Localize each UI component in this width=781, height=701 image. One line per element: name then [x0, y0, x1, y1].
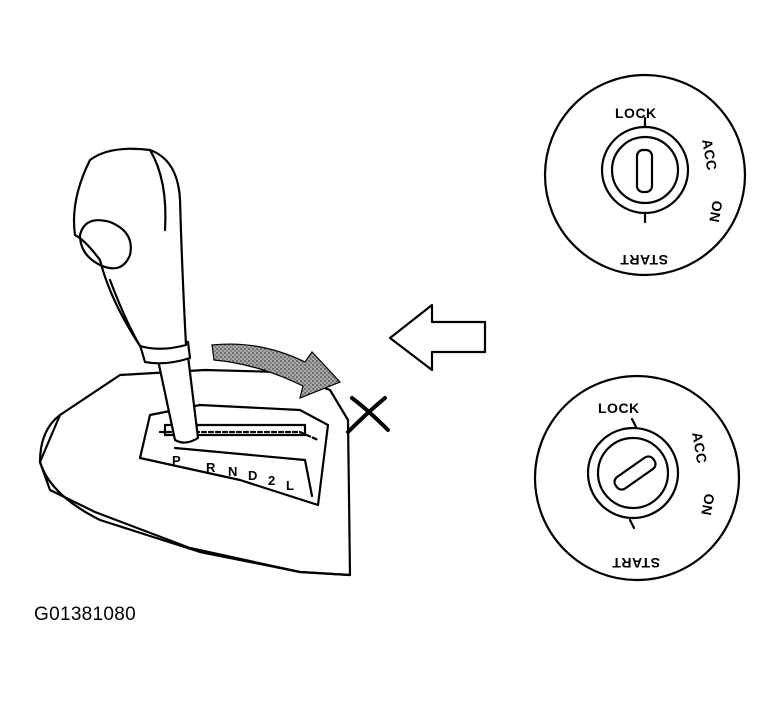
label-lock-top: LOCK [615, 105, 657, 121]
gear-label-L: L [286, 478, 294, 493]
label-acc-bottom: ACC [689, 431, 710, 465]
gear-label-N: N [228, 464, 237, 479]
gear-label-P: P [172, 453, 181, 468]
shift-lever-shaft [156, 354, 200, 444]
gear-label-D: D [248, 468, 257, 483]
prohibited-x-mark [346, 396, 390, 434]
key-cylinder-inner-top [610, 135, 680, 205]
label-on-top: ON [706, 199, 726, 223]
key-slot-bottom [613, 455, 657, 491]
label-start-bottom: START [612, 555, 660, 571]
ignition-switch-top: LOCK ACC ON START [543, 73, 747, 277]
gear-position-labels: P R N D 2 L [172, 453, 294, 493]
label-on-bottom: ON [698, 492, 718, 516]
label-acc-top: ACC [699, 138, 720, 172]
key-cylinder-outer-bottom [586, 426, 680, 520]
hollow-left-arrow [388, 303, 487, 372]
shifter-console-front [38, 460, 352, 577]
gear-label-R: R [206, 460, 216, 475]
key-cylinder-inner-bottom [596, 436, 670, 510]
label-start-top: START [620, 252, 668, 268]
label-lock-bottom: LOCK [598, 400, 640, 416]
shifter-assembly: P R N D 2 L [38, 147, 352, 577]
gear-label-2: 2 [268, 473, 275, 488]
figure-code: G01381080 [34, 604, 137, 625]
ignition-switch-bottom: LOCK ACC ON START [533, 374, 741, 582]
shift-direction-arrow [211, 343, 342, 399]
key-slot-top [635, 148, 654, 194]
